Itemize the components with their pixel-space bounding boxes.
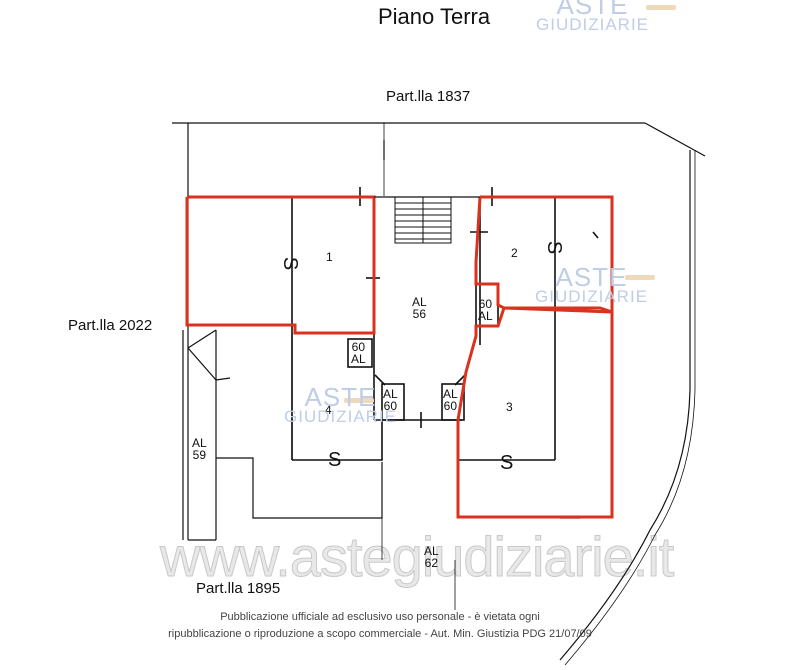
al-59-line2: 59 [192,448,207,462]
room-number-4: 4 [325,403,332,417]
footer-notice-line1: Pubblicazione ufficiale ad esclusivo uso… [220,611,540,623]
watermark-aste-text: ASTE [304,382,377,412]
al-label-59: AL 59 [192,437,207,461]
room-number-2: 2 [511,246,518,260]
al-60-mid-line1: AL [443,387,458,401]
al-62-line1: AL [424,544,439,558]
al-60-left-line1: AL [383,387,398,401]
al-60-right-top-line2: AL [478,309,493,323]
stair-symbol-room-2: S [543,240,566,255]
watermark-url: www.astegiudiziarie.it [159,525,674,589]
site-boundary-lines [172,122,706,666]
al-label-60-mid: AL 60 [443,388,458,412]
parcel-label-north: Part.lla 1837 [386,88,471,105]
al-60-right-top-line1: 60 [478,297,493,311]
al-56-line1: AL [412,295,427,309]
plan-title: Piano Terra [378,4,491,29]
staircase [394,196,452,244]
al-label-60-left: AL 60 [383,388,398,412]
parcel-label-south: Part.lla 1895 [196,580,281,597]
watermark-aste-text: ASTE [555,262,628,292]
al-56-line2: 56 [412,307,427,321]
al-label-56: AL 56 [412,296,427,320]
stair-symbol-room-1: S [279,256,302,271]
watermark-giudiziarie-text: GIUDIZIARIE [284,407,398,427]
watermark-aste-center: ASTE GIUDIZIARIE [284,382,398,427]
stair-symbol-room-3: S [500,452,514,474]
room-number-1: 1 [326,250,333,264]
footer-notice-line2: ripubblicazione o riproduzione a scopo c… [168,628,592,640]
watermark-aste-right: ASTE GIUDIZIARIE [535,262,649,307]
room-number-3: 3 [506,400,513,414]
al-60-mid-line2: 60 [443,399,458,413]
parcel-label-west: Part.lla 2022 [68,317,153,334]
al-62-line2: 62 [424,556,439,570]
al-60-left-top-line1: 60 [351,340,366,354]
al-label-60-right-top: 60 AL [478,298,493,322]
stair-symbol-room-4: S [328,449,342,471]
footer-notice: Pubblicazione ufficiale ad esclusivo uso… [160,609,600,643]
watermark-giudiziarie-text: GIUDIZIARIE [536,15,650,35]
watermark-aste-text: ASTE [556,0,629,20]
watermark-aste-top: ASTE GIUDIZIARIE [536,0,650,35]
al-label-60-left-top: 60 AL [351,341,366,365]
building-outline [291,196,480,460]
al-60-left-line2: 60 [383,399,398,413]
building-walls [291,187,599,461]
al-label-62: AL 62 [424,545,439,569]
al-59-line1: AL [192,436,207,450]
watermark-giudiziarie-text: GIUDIZIARIE [535,287,649,307]
watermark-hammer-icons [344,5,676,403]
al-60-left-top-line2: AL [351,352,366,366]
